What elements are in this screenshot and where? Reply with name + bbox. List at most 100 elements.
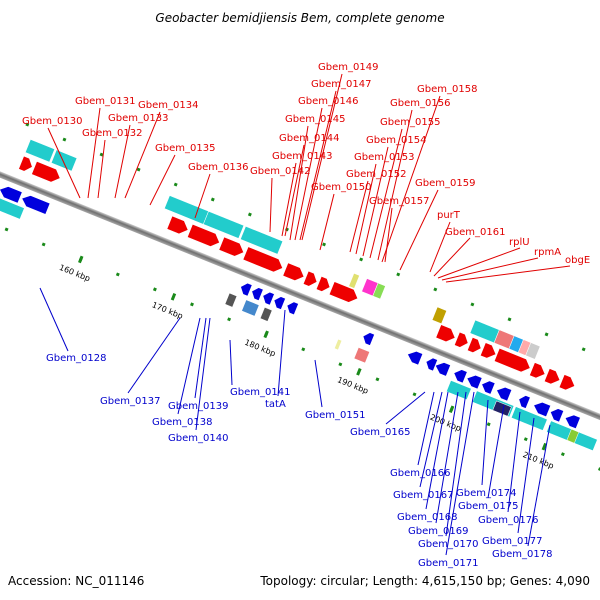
gene-label-top: Gbem_0145	[285, 114, 345, 125]
forward-gene-arrow	[479, 342, 497, 359]
ruler-major-tick	[263, 330, 269, 339]
ruler-dot	[581, 347, 586, 352]
leader-line	[384, 207, 393, 263]
reverse-gene-arrow	[286, 301, 299, 316]
gene-label-bottom: Gbem_0171	[418, 558, 478, 569]
misc-feature	[241, 299, 260, 317]
leader-line	[381, 95, 441, 263]
kbp-tick-label: 200 kbp	[429, 413, 463, 434]
ruler-dot	[375, 377, 380, 382]
gene-label-top: Gbem_0155	[380, 117, 440, 128]
leader-line	[269, 177, 273, 233]
gene-label-bottom: Gbem_0138	[152, 417, 212, 428]
ruler-dot	[173, 182, 178, 187]
map-title: Geobacter bemidjiensis Bem, complete gen…	[155, 11, 444, 25]
gene-label-top: purT	[437, 210, 461, 221]
ruler-dot	[470, 302, 475, 307]
gene-label-top: Gbem_0150	[311, 182, 371, 193]
leader-line	[445, 391, 475, 556]
gene-label-bottom: Gbem_0177	[482, 536, 542, 547]
leader-line	[124, 111, 161, 199]
leader-line	[417, 391, 435, 466]
forward-gene-arrow	[529, 362, 546, 379]
ruler-major-tick	[78, 255, 84, 264]
forward-gene-arrow	[315, 275, 331, 292]
misc-feature	[566, 428, 580, 444]
gene-features	[0, 139, 598, 452]
kbp-tick-label: 180 kbp	[243, 338, 277, 359]
reverse-gene-arrow	[262, 291, 275, 306]
misc-feature	[348, 272, 360, 289]
gene-label-top: Gbem_0130	[22, 116, 82, 127]
reverse-gene-arrow	[564, 414, 581, 430]
leader-line	[419, 391, 443, 488]
leader-line	[314, 359, 323, 408]
reverse-gene-arrow	[533, 401, 552, 418]
forward-gene-arrow	[558, 374, 576, 391]
ruler-dot	[560, 452, 565, 457]
leader-line	[445, 265, 571, 283]
forward-gene-arrow	[218, 236, 245, 257]
gene-label-bottom: Gbem_0178	[492, 549, 552, 560]
ruler-dot	[507, 317, 512, 322]
misc-feature	[492, 400, 512, 417]
genome-backbone	[0, 151, 600, 442]
leader-line	[377, 109, 413, 261]
gene-label-bottom: Gbem_0137	[100, 396, 160, 407]
reverse-gene-arrow	[549, 408, 565, 423]
leader-line	[429, 221, 451, 273]
leader-line	[289, 125, 309, 241]
ruler-dot	[322, 242, 327, 247]
gene-label-top: rpmA	[534, 247, 561, 258]
ruler-dot	[301, 347, 306, 352]
leader-line	[433, 237, 471, 277]
reverse-gene-arrow	[466, 374, 483, 390]
leader-line	[425, 391, 449, 510]
leader-line	[435, 391, 459, 524]
gene-label-top: Gbem_0142	[250, 166, 310, 177]
ruler-major-tick	[541, 442, 548, 451]
reverse-gene-arrow	[0, 186, 23, 204]
gene-label-bottom: Gbem_0168	[397, 512, 457, 523]
gene-label-bottom: Gbem_0166	[390, 468, 450, 479]
reverse-gene-arrow	[240, 282, 253, 297]
ruler-dot	[152, 287, 157, 292]
misc-feature	[259, 306, 273, 322]
forward-gene-arrow	[31, 160, 61, 183]
ruler-dot	[486, 422, 491, 427]
misc-feature	[372, 282, 386, 300]
leader-line	[294, 107, 323, 241]
gene-label-top: Gbem_0135	[155, 143, 215, 154]
gene-label-top: Gbem_0143	[272, 151, 332, 162]
forward-gene-arrow	[435, 324, 456, 343]
gene-label-top: Gbem_0134	[138, 100, 198, 111]
ruler-dot	[41, 242, 46, 247]
leader-line	[177, 317, 201, 415]
gene-label-bottom: Gbem_0176	[478, 515, 538, 526]
gene-label-bottom: Gbem_0167	[393, 490, 453, 501]
gene-label-bottom: Gbem_0169	[408, 526, 468, 537]
leader-line	[355, 163, 377, 255]
forward-gene-arrow	[186, 223, 220, 247]
leader-line	[195, 317, 211, 431]
reverse-gene-arrow	[21, 195, 51, 215]
label-leader-lines	[39, 73, 571, 556]
leader-line	[399, 189, 439, 271]
leader-line	[441, 257, 539, 281]
ruler-dot	[412, 392, 417, 397]
leader-line	[47, 127, 81, 199]
ruler-dot	[62, 137, 67, 142]
leader-line	[437, 247, 521, 279]
leader-line	[299, 90, 337, 241]
top-strand-labels: Gbem_0130Gbem_0131Gbem_0132Gbem_0133Gbem…	[22, 62, 590, 266]
gene-label-top: rplU	[509, 237, 530, 248]
cyan-feature-box	[240, 225, 284, 255]
ruler-dot	[247, 212, 252, 217]
leader-line	[349, 180, 369, 253]
ruler-dot	[396, 272, 401, 277]
accession-text: Accession: NC_011146	[8, 574, 144, 588]
reverse-gene-arrow	[453, 369, 468, 384]
misc-feature	[334, 338, 343, 351]
gene-label-bottom: Gbem_0165	[350, 427, 410, 438]
gene-label-top: Gbem_0144	[279, 133, 339, 144]
